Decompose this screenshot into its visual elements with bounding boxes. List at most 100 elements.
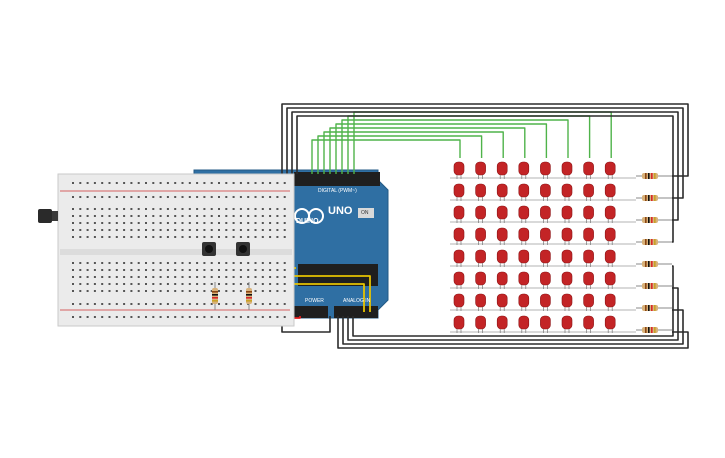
led[interactable] <box>496 183 508 198</box>
resistor-band <box>648 305 650 311</box>
breadboard-hole <box>276 303 279 305</box>
led[interactable] <box>583 249 594 264</box>
led[interactable] <box>561 227 573 242</box>
led[interactable] <box>604 227 616 242</box>
wire[interactable] <box>286 107 684 199</box>
wire[interactable] <box>281 316 331 333</box>
led[interactable] <box>561 249 573 264</box>
wire[interactable] <box>291 111 679 221</box>
led[interactable] <box>583 227 594 242</box>
led[interactable] <box>540 271 551 286</box>
analog-header[interactable] <box>334 306 378 318</box>
wire[interactable] <box>329 127 526 174</box>
led[interactable] <box>540 183 551 198</box>
led[interactable] <box>561 271 573 286</box>
led[interactable] <box>518 271 530 286</box>
led[interactable] <box>453 315 465 330</box>
analog-header-label: ANALOG IN <box>343 298 371 304</box>
led[interactable] <box>475 161 486 176</box>
led[interactable] <box>453 271 465 286</box>
led[interactable] <box>561 161 573 176</box>
led[interactable] <box>518 161 530 176</box>
led[interactable] <box>540 293 551 308</box>
breadboard-hole <box>166 276 169 278</box>
led[interactable] <box>475 315 486 330</box>
led[interactable] <box>453 183 465 198</box>
wire[interactable] <box>286 283 365 312</box>
breadboard-hole <box>276 215 279 217</box>
led[interactable] <box>453 161 465 176</box>
led[interactable] <box>518 183 530 198</box>
digital-header[interactable] <box>294 172 380 186</box>
led[interactable] <box>518 249 530 264</box>
led[interactable] <box>496 271 508 286</box>
wire[interactable] <box>335 123 548 174</box>
led[interactable] <box>496 249 508 264</box>
led[interactable] <box>453 205 465 220</box>
wire[interactable] <box>296 115 674 243</box>
arduino-logo-text: DUINO <box>296 218 319 225</box>
led[interactable] <box>561 205 573 220</box>
breadboard-hole <box>254 290 257 292</box>
led[interactable] <box>604 161 616 176</box>
led[interactable] <box>583 161 594 176</box>
led[interactable] <box>604 271 616 286</box>
led[interactable] <box>604 249 616 264</box>
led[interactable] <box>453 249 465 264</box>
power-header[interactable] <box>294 306 328 318</box>
led[interactable] <box>475 227 486 242</box>
led[interactable] <box>604 293 616 308</box>
led[interactable] <box>518 205 530 220</box>
led[interactable] <box>453 227 465 242</box>
led[interactable] <box>518 293 530 308</box>
led[interactable] <box>583 271 594 286</box>
led[interactable] <box>540 315 551 330</box>
led[interactable] <box>475 183 486 198</box>
led[interactable] <box>604 315 616 330</box>
led[interactable] <box>540 227 551 242</box>
led[interactable] <box>561 293 573 308</box>
breadboard-hole <box>101 316 104 318</box>
led[interactable] <box>475 249 486 264</box>
wire[interactable] <box>352 265 674 337</box>
led[interactable] <box>496 161 508 176</box>
led[interactable] <box>583 293 594 308</box>
led[interactable] <box>496 293 508 308</box>
wire[interactable] <box>341 119 569 174</box>
led[interactable] <box>540 161 551 176</box>
led[interactable] <box>475 293 486 308</box>
led[interactable] <box>604 183 616 198</box>
led[interactable] <box>475 271 486 286</box>
led[interactable] <box>540 249 551 264</box>
led[interactable] <box>583 205 594 220</box>
led[interactable] <box>583 315 594 330</box>
led[interactable] <box>583 183 594 198</box>
led[interactable] <box>475 205 486 220</box>
breadboard[interactable] <box>38 173 295 327</box>
wire[interactable] <box>311 139 461 174</box>
wire[interactable] <box>323 131 504 174</box>
led[interactable] <box>496 315 508 330</box>
led[interactable] <box>561 315 573 330</box>
wire[interactable] <box>317 135 483 174</box>
led[interactable] <box>518 315 530 330</box>
breadboard-hole <box>269 196 272 198</box>
led[interactable] <box>518 227 530 242</box>
wire[interactable] <box>347 287 679 341</box>
breadboard-hole <box>181 283 184 285</box>
led[interactable] <box>453 293 465 308</box>
breadboard-hole <box>196 196 199 198</box>
led[interactable] <box>496 205 508 220</box>
led[interactable] <box>540 205 551 220</box>
led[interactable] <box>604 205 616 220</box>
led[interactable] <box>561 183 573 198</box>
breadboard-hole <box>166 222 169 224</box>
wire[interactable] <box>342 309 684 345</box>
breadboard-hole <box>130 215 133 217</box>
breadboard-hole <box>225 215 228 217</box>
breadboard-hole <box>188 215 191 217</box>
breadboard-hole <box>225 316 228 318</box>
led[interactable] <box>496 227 508 242</box>
